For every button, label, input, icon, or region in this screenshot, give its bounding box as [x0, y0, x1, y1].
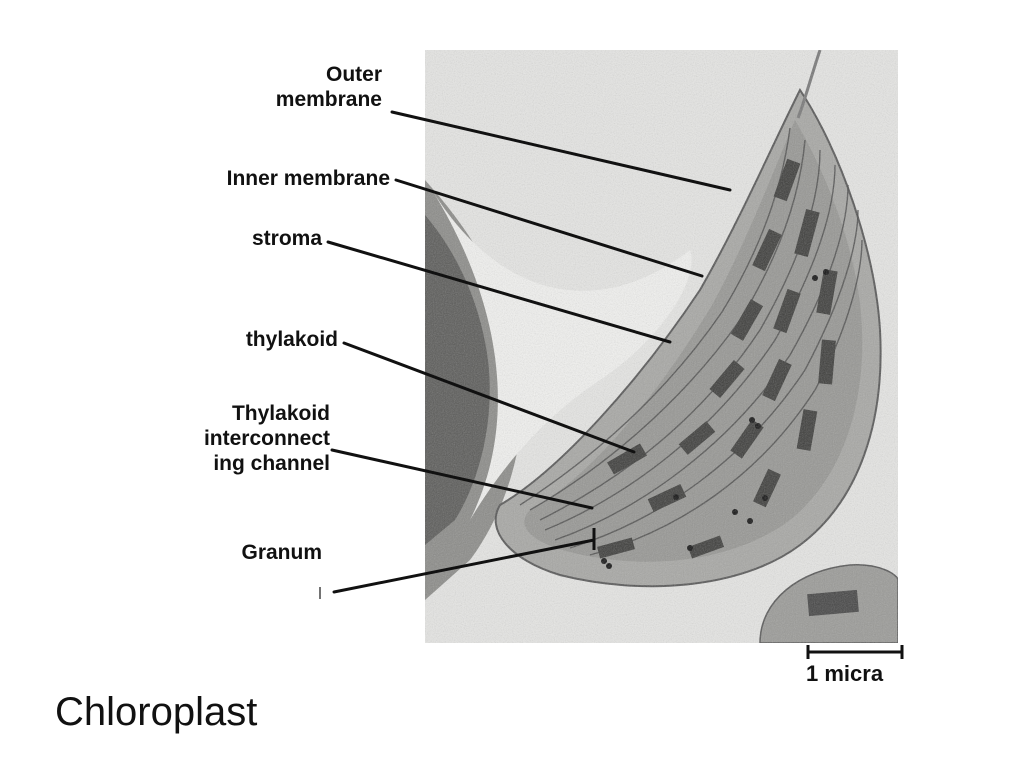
label-outer-membrane-line2: membrane — [275, 88, 382, 111]
scale-bar — [806, 645, 904, 659]
label-thylakoid-text: thylakoid — [245, 328, 338, 351]
label-thylakoid-channel-line2: interconnect — [203, 427, 330, 450]
label-stroma: stroma — [252, 226, 322, 251]
leader-granum — [332, 538, 596, 594]
label-outer-membrane: Outer membrane — [276, 62, 382, 112]
label-thylakoid-channel-line1: Thylakoid — [231, 402, 330, 425]
label-stroma-text: stroma — [251, 227, 322, 250]
scale-bar-label: 1 micra — [806, 661, 884, 686]
label-inner-membrane-text: Inner membrane — [226, 167, 390, 190]
label-outer-membrane-line1: Outer — [325, 63, 382, 86]
label-thylakoid: thylakoid — [246, 327, 338, 352]
label-granum: Granum — [241, 540, 322, 565]
label-thylakoid-channel: Thylakoid interconnect ing channel — [204, 401, 330, 476]
leader-inner-membrane — [394, 178, 704, 278]
leader-thylakoid — [342, 341, 636, 454]
label-inner-membrane: Inner membrane — [227, 166, 390, 191]
leader-thylakoid-channel — [330, 448, 594, 510]
leader-outer-membrane — [390, 110, 732, 192]
label-thylakoid-channel-line3: ing channel — [213, 452, 330, 475]
slide-title: Chloroplast — [55, 690, 258, 734]
leader-stroma — [326, 240, 672, 344]
label-granum-text: Granum — [241, 541, 322, 564]
